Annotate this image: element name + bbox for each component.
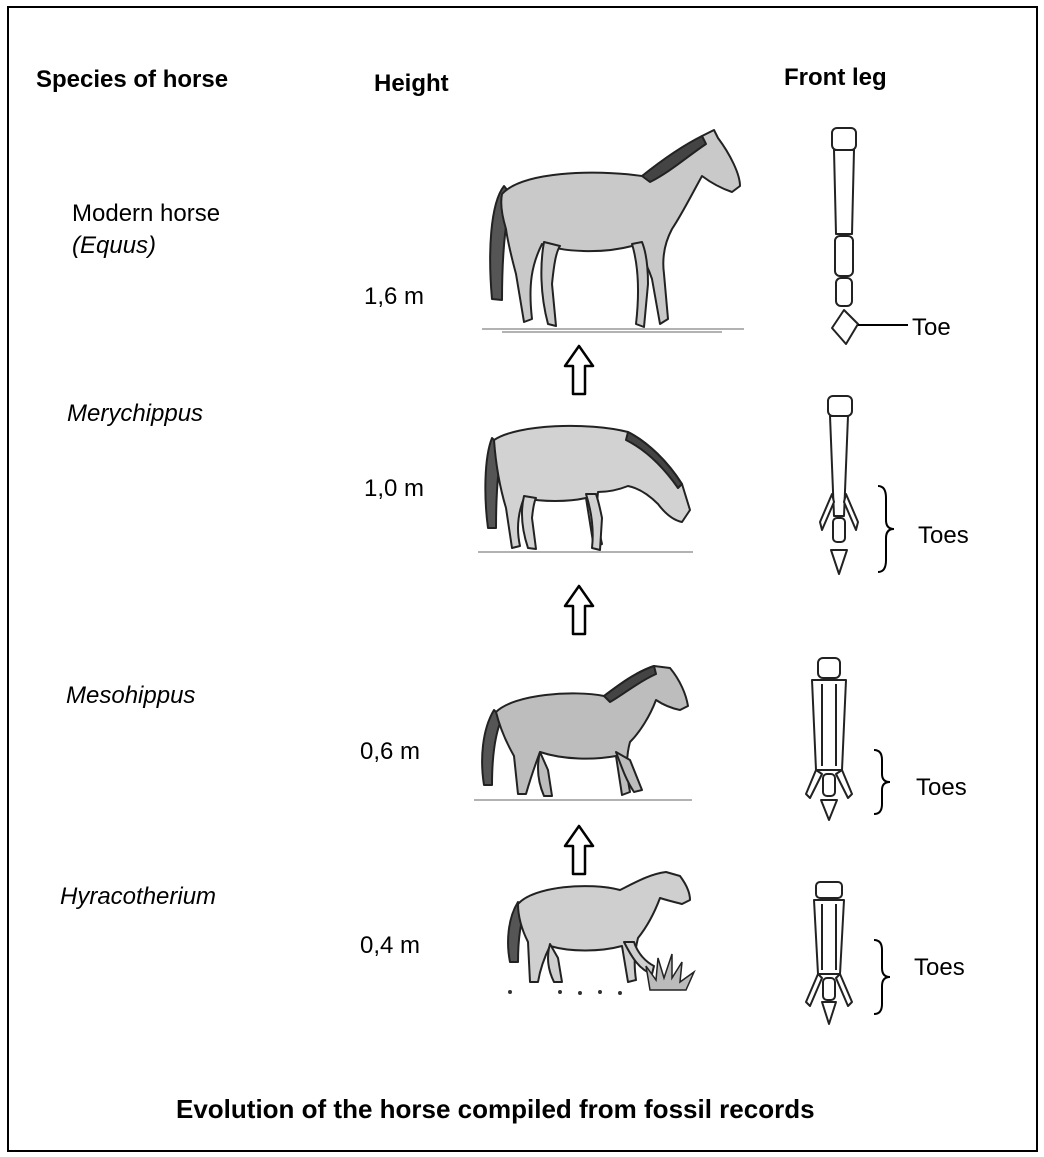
brace-icon: [876, 484, 896, 574]
arrow-up-icon: [563, 344, 595, 396]
brace-icon: [872, 748, 892, 816]
species-mesohippus: Mesohippus: [66, 682, 195, 710]
brace-icon: [872, 938, 892, 1016]
height-header: Height: [374, 70, 449, 98]
diagram-caption: Evolution of the horse compiled from fos…: [176, 1094, 815, 1125]
species-header: Species of horse: [36, 66, 228, 94]
arrow-up-icon: [563, 584, 595, 636]
leg-label-toes: Toes: [918, 522, 969, 550]
leg-label-toes: Toes: [916, 774, 967, 802]
modern-horse-illustration: [482, 124, 744, 344]
height-merychippus: 1,0 m: [364, 475, 424, 503]
leg-label-toes: Toes: [914, 954, 965, 982]
hyracotherium-front-leg-icon: [800, 878, 858, 1028]
front-leg-header: Front leg: [784, 64, 887, 92]
toe-pointer-line: [858, 320, 910, 330]
hyracotherium-illustration: [500, 862, 712, 1002]
height-hyracotherium: 0,4 m: [360, 932, 420, 960]
species-merychippus: Merychippus: [67, 400, 203, 428]
merychippus-front-leg-icon: [814, 390, 870, 580]
arrow-up-icon: [563, 824, 595, 876]
modern-horse-front-leg-icon: [822, 124, 870, 350]
leg-label-toe: Toe: [912, 314, 951, 342]
mesohippus-illustration: [474, 660, 692, 810]
species-scientific-name: (Equus): [72, 230, 220, 262]
height-mesohippus: 0,6 m: [360, 738, 420, 766]
species-common-name: Modern horse: [72, 198, 220, 230]
species-hyracotherium: Hyracotherium: [60, 883, 216, 911]
species-modern-horse: Modern horse (Equus): [72, 198, 220, 262]
merychippus-illustration: [478, 418, 693, 558]
mesohippus-front-leg-icon: [800, 654, 858, 824]
height-modern-horse: 1,6 m: [364, 283, 424, 311]
